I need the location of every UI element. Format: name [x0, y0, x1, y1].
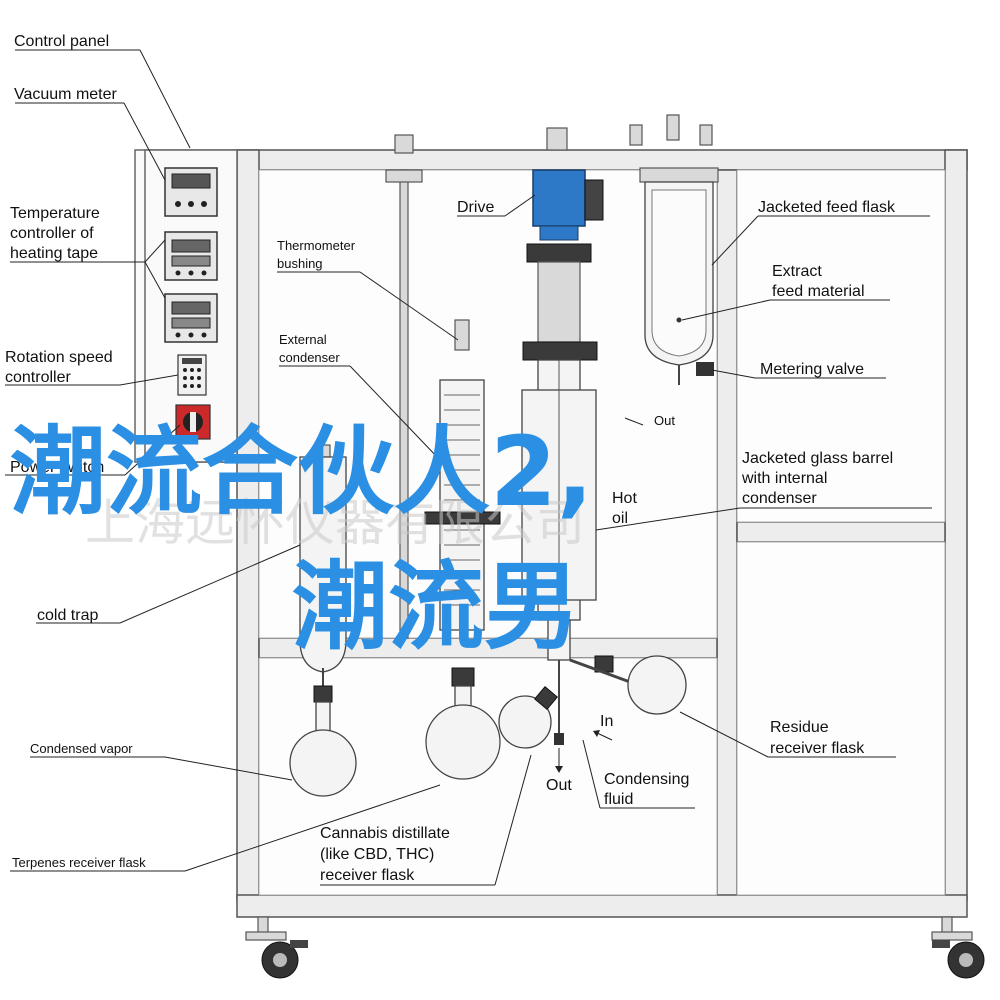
cold-trap: [299, 444, 347, 688]
residue-receiver-flask: [569, 655, 687, 715]
label-cold-trap: cold trap: [37, 607, 98, 624]
temperature-controller-2: [164, 293, 218, 343]
label-receiver-flask-cannabis: receiver flask: [320, 867, 415, 884]
label-vacuum-meter: Vacuum meter: [14, 86, 118, 103]
label-external: External: [279, 332, 327, 347]
label-condenser: condenser: [279, 350, 340, 365]
label-extract: Extract: [772, 263, 822, 280]
label-oil: oil: [612, 510, 628, 527]
label-hot: Hot: [612, 490, 637, 507]
overlay-title-line2: 潮流男: [292, 551, 580, 663]
power-switch: [175, 404, 211, 440]
overlay-title-line1: 潮流合伙人2,: [10, 416, 593, 528]
label-with-internal: with internal: [741, 470, 827, 487]
label-drive: Drive: [457, 199, 494, 216]
vacuum-meter: [164, 167, 218, 217]
watermark-text: 上海远怀仪器有限公司: [85, 494, 585, 552]
control-panel: [134, 149, 238, 463]
label-residue: Residue: [770, 719, 829, 736]
distillate-receiver-flask: [425, 667, 501, 780]
label-jacketed-feed-flask: Jacketed feed flask: [758, 199, 896, 216]
label-fluid: fluid: [604, 791, 633, 808]
jacketed-feed-flask: [629, 114, 719, 385]
blue-motor-icon: [532, 169, 586, 227]
label-condenser-internal: condenser: [742, 490, 817, 507]
temperature-controller-1: [164, 231, 218, 281]
rotation-speed-keypad: [177, 354, 207, 396]
label-temperature: Temperature: [10, 205, 100, 222]
drive-assembly: [521, 127, 604, 745]
label-feed-material: feed material: [772, 283, 865, 300]
small-flask: [498, 686, 558, 749]
label-condensed-vapor: Condensed vapor: [30, 741, 133, 756]
label-receiver-flask-residue: receiver flask: [770, 740, 865, 757]
caster-left: [245, 916, 308, 979]
external-condenser: [424, 319, 501, 631]
label-controller-of: controller of: [10, 225, 94, 242]
label-controller: controller: [5, 369, 71, 386]
label-bushing: bushing: [277, 256, 323, 271]
leader-lines: [5, 49, 932, 886]
label-out-bottom: Out: [546, 777, 572, 794]
label-cannabis-distillate: Cannabis distillate: [320, 825, 450, 842]
label-out-top: Out: [654, 413, 675, 428]
diagram-labels: Control panel Vacuum meter Temperature c…: [5, 33, 896, 884]
label-thermometer: Thermometer: [277, 238, 356, 253]
caster-right: [931, 916, 985, 979]
label-like-cbd-thc: (like CBD, THC): [320, 846, 434, 863]
label-jacketed-glass-barrel: Jacketed glass barrel: [742, 450, 893, 467]
label-control-panel: Control panel: [14, 33, 109, 50]
label-heating-tape: heating tape: [10, 245, 98, 262]
casters: [245, 916, 985, 979]
terpenes-receiver-flask: [289, 685, 357, 797]
label-terpenes-receiver-flask: Terpenes receiver flask: [12, 855, 146, 870]
label-rotation-speed: Rotation speed: [5, 349, 113, 366]
label-metering-valve: Metering valve: [760, 361, 864, 378]
label-in: In: [600, 713, 613, 730]
label-condensing: Condensing: [604, 771, 689, 788]
label-power-switch: Power switch: [10, 459, 104, 476]
